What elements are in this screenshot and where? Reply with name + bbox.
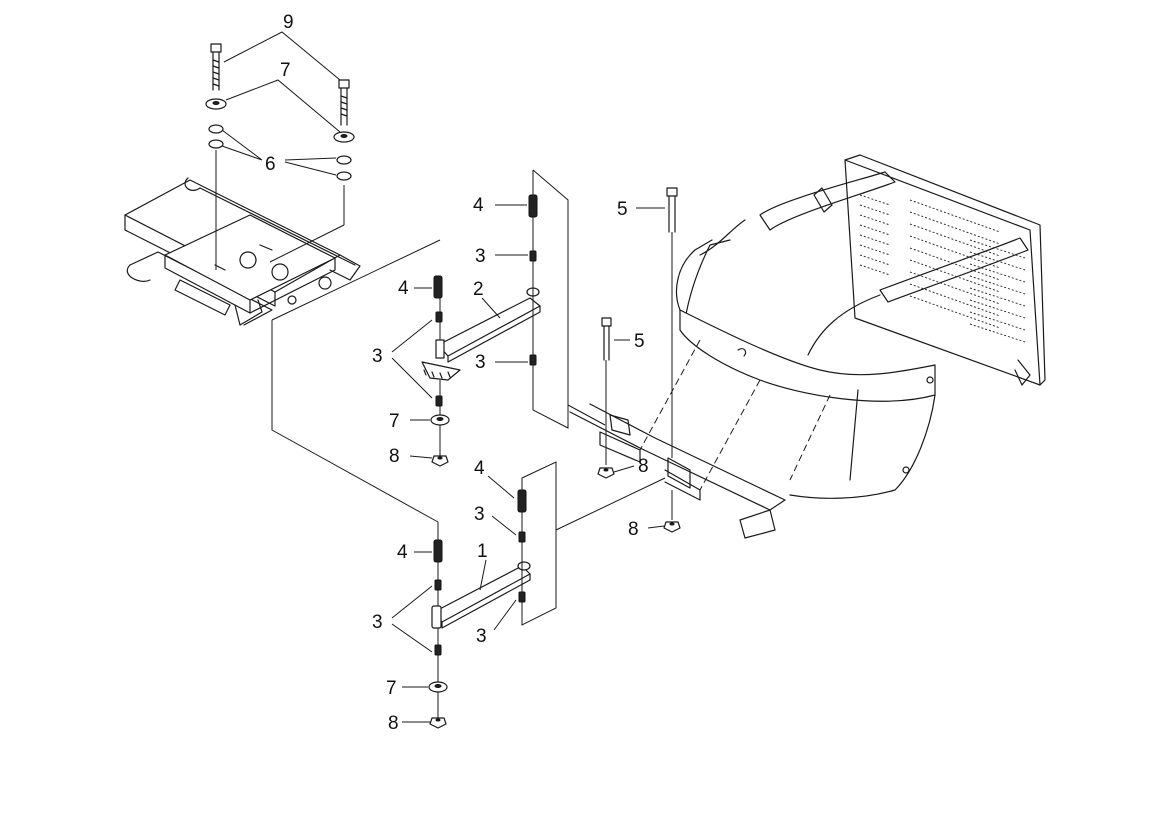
callout-7-upper: 7 xyxy=(389,411,400,432)
callout-1: 1 xyxy=(477,541,488,562)
seat-pan-housing xyxy=(639,154,1046,499)
callout-8-frame-right: 8 xyxy=(628,519,639,540)
upper-link-arm xyxy=(271,239,541,523)
callout-4-upper-left: 4 xyxy=(398,278,409,299)
upper-pin-column xyxy=(528,169,606,429)
callout-3-lower-right-top: 3 xyxy=(474,504,485,525)
callout-5-long: 5 xyxy=(617,199,628,220)
bolt-stack-right xyxy=(333,79,355,181)
callout-leaders xyxy=(221,31,665,723)
lower-pin-column xyxy=(517,461,666,626)
callout-labels: 9 7 6 4 3 4 2 3 3 7 8 5 5 8 8 4 3 1 4 3 … xyxy=(265,12,649,734)
callout-4-upper-right: 4 xyxy=(473,195,484,216)
callout-5-short: 5 xyxy=(634,331,645,352)
base-frame xyxy=(569,187,786,539)
callout-3-lower-left: 3 xyxy=(372,612,383,633)
seat-slide-assembly xyxy=(124,150,361,326)
callout-8-frame-left: 8 xyxy=(638,456,649,477)
callout-4-lower-left: 4 xyxy=(397,542,408,563)
callout-3-upper-left: 3 xyxy=(372,346,383,367)
callout-3-upper-right-top: 3 xyxy=(475,246,486,267)
callout-3-upper-right-bottom: 3 xyxy=(475,352,486,373)
lower-link-arm xyxy=(428,522,531,729)
bolt-stack-left xyxy=(205,43,227,149)
callout-4-lower-right: 4 xyxy=(474,458,485,479)
callout-7-top: 7 xyxy=(280,60,291,81)
callout-8-lower: 8 xyxy=(388,713,399,734)
callout-2: 2 xyxy=(473,279,484,300)
callout-6: 6 xyxy=(265,154,276,175)
callout-7-lower: 7 xyxy=(386,678,397,699)
callout-9: 9 xyxy=(283,12,294,33)
callout-8-upper: 8 xyxy=(389,446,400,467)
callout-3-lower-right-bottom: 3 xyxy=(476,626,487,647)
